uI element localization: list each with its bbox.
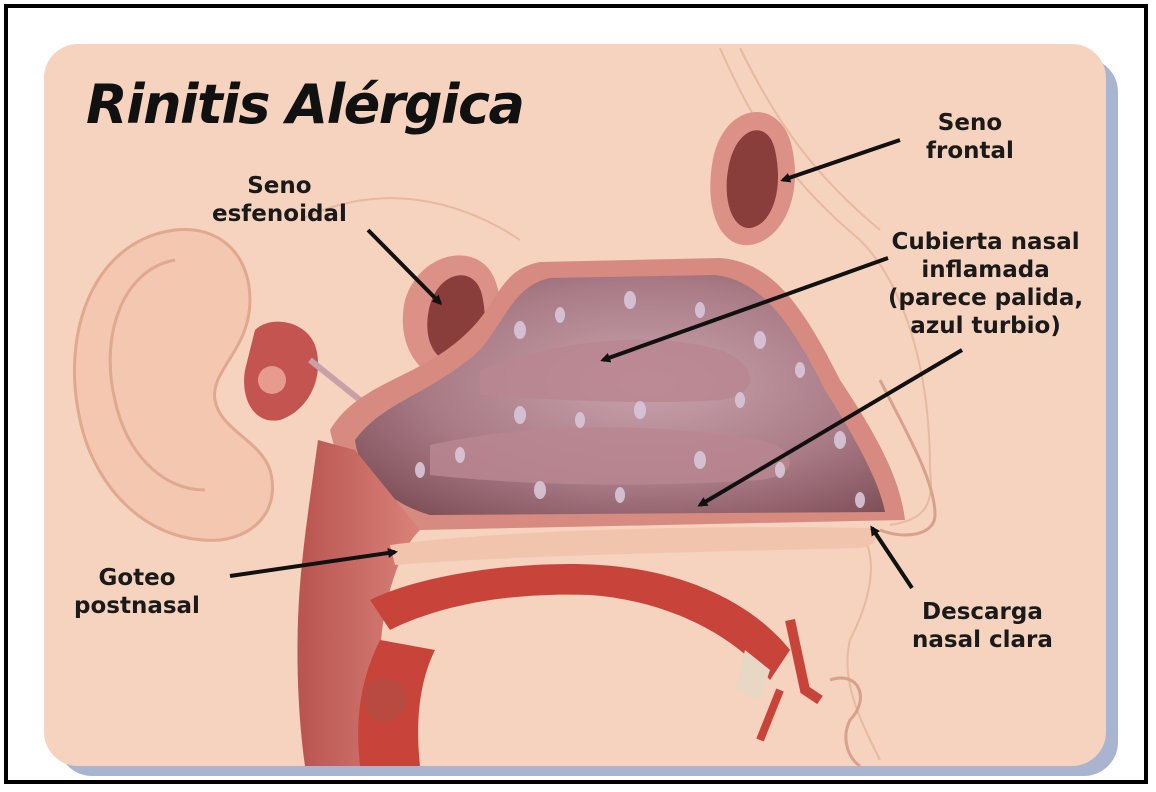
label-line: frontal [926,137,1014,165]
label-line: Goteo [74,564,200,592]
label-line: inflamada [888,256,1083,284]
label-descarga-nasal: Descarga nasal clara [912,598,1053,654]
label-line: nasal clara [912,626,1053,654]
label-line: Descarga [912,598,1053,626]
label-line: postnasal [74,592,200,620]
label-cubierta-nasal: Cubierta nasal inflamada (parece palida,… [888,228,1083,340]
label-seno-esfenoidal: Seno esfenoidal [212,172,347,228]
label-goteo-postnasal: Goteo postnasal [74,564,200,620]
label-line: Cubierta nasal [888,228,1083,256]
label-seno-frontal: Seno frontal [926,109,1014,165]
diagram-title: Rinitis Alérgica [86,78,523,132]
label-line: Seno [212,172,347,200]
label-line: Seno [926,109,1014,137]
label-line: (parece palida, [888,284,1083,312]
label-line: azul turbio) [888,312,1083,340]
label-line: esfenoidal [212,200,347,228]
